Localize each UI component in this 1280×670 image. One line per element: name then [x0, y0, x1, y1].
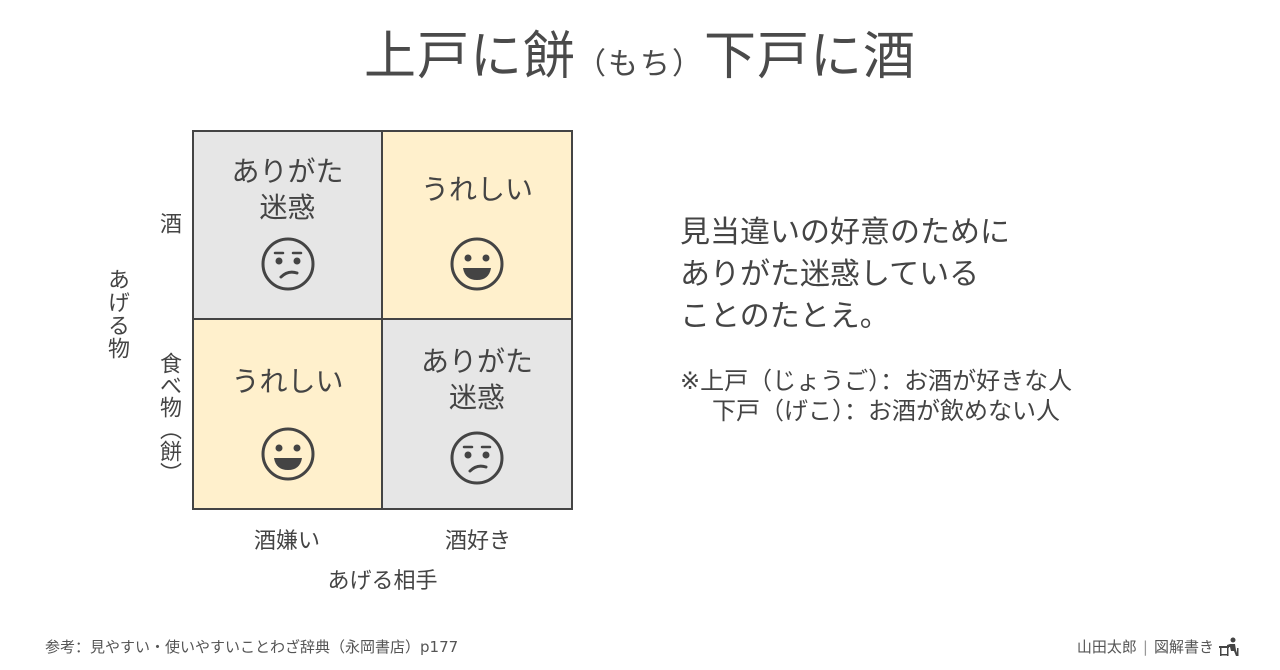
reference-citation: 参考：見やすい・使いやすいことわざ辞典（永岡書店）p177 — [45, 638, 459, 656]
troubled-face-icon — [261, 237, 314, 291]
cell-label: 迷惑 — [259, 191, 316, 224]
x-axis-label: あげる相手 — [327, 569, 438, 594]
col-label-dislike: 酒嫌い — [253, 529, 320, 554]
title-part2: 下戸に酒 — [704, 27, 917, 87]
description-line: ありがた迷惑している — [680, 257, 980, 292]
description: 見当違いの好意のために ありがた迷惑している ことのたとえ。 — [680, 212, 1010, 338]
cell-label: うれしい — [231, 365, 344, 398]
brand-name: 図解書き — [1153, 638, 1214, 656]
note-line-jougo: ※上戸（じょうご）：お酒が好きな人 — [680, 367, 1073, 395]
row-label-food: 食べ物（餅） — [156, 352, 181, 484]
col-label-like: 酒好き — [444, 529, 511, 554]
footer-credit: 山田太郎 | 図解書き — [1077, 636, 1240, 657]
cell-label: ありがた — [420, 345, 533, 378]
description-line: ことのたとえ。 — [680, 299, 890, 334]
cell-food-dislike: うれしい — [194, 320, 383, 508]
title-reading: （もち） — [576, 47, 704, 82]
cell-label: うれしい — [420, 173, 533, 206]
separator: | — [1142, 637, 1148, 656]
cell-label: 迷惑 — [448, 381, 505, 414]
title-part1: 上戸に餅 — [363, 27, 576, 87]
cell-food-like: ありがた 迷惑 — [383, 320, 571, 508]
troubled-face-icon — [450, 431, 504, 485]
cell-label: ありがた — [231, 155, 344, 188]
cell-sake-dislike: ありがた 迷惑 — [194, 132, 383, 320]
cell-sake-like: うれしい — [383, 132, 571, 320]
author-name: 山田太郎 — [1076, 638, 1137, 656]
page-title: 上戸に餅（もち）下戸に酒 — [0, 22, 1280, 100]
smile-face-icon — [261, 427, 314, 481]
matrix-grid: ありがた 迷惑 うれしい うれしい ありがた 迷惑 — [192, 130, 573, 510]
note-line-geko: 下戸（げこ）：お酒が飲めない人 — [712, 397, 1060, 425]
person-at-desk-icon — [1219, 637, 1239, 656]
row-label-sake: 酒 — [156, 212, 181, 235]
smile-face-icon — [450, 237, 504, 291]
y-axis-label: あげる物 — [104, 268, 129, 360]
note: ※上戸（じょうご）：お酒が好きな人 下戸（げこ）：お酒が飲めない人 — [680, 366, 1072, 426]
description-line: 見当違いの好意のために — [680, 215, 1010, 250]
